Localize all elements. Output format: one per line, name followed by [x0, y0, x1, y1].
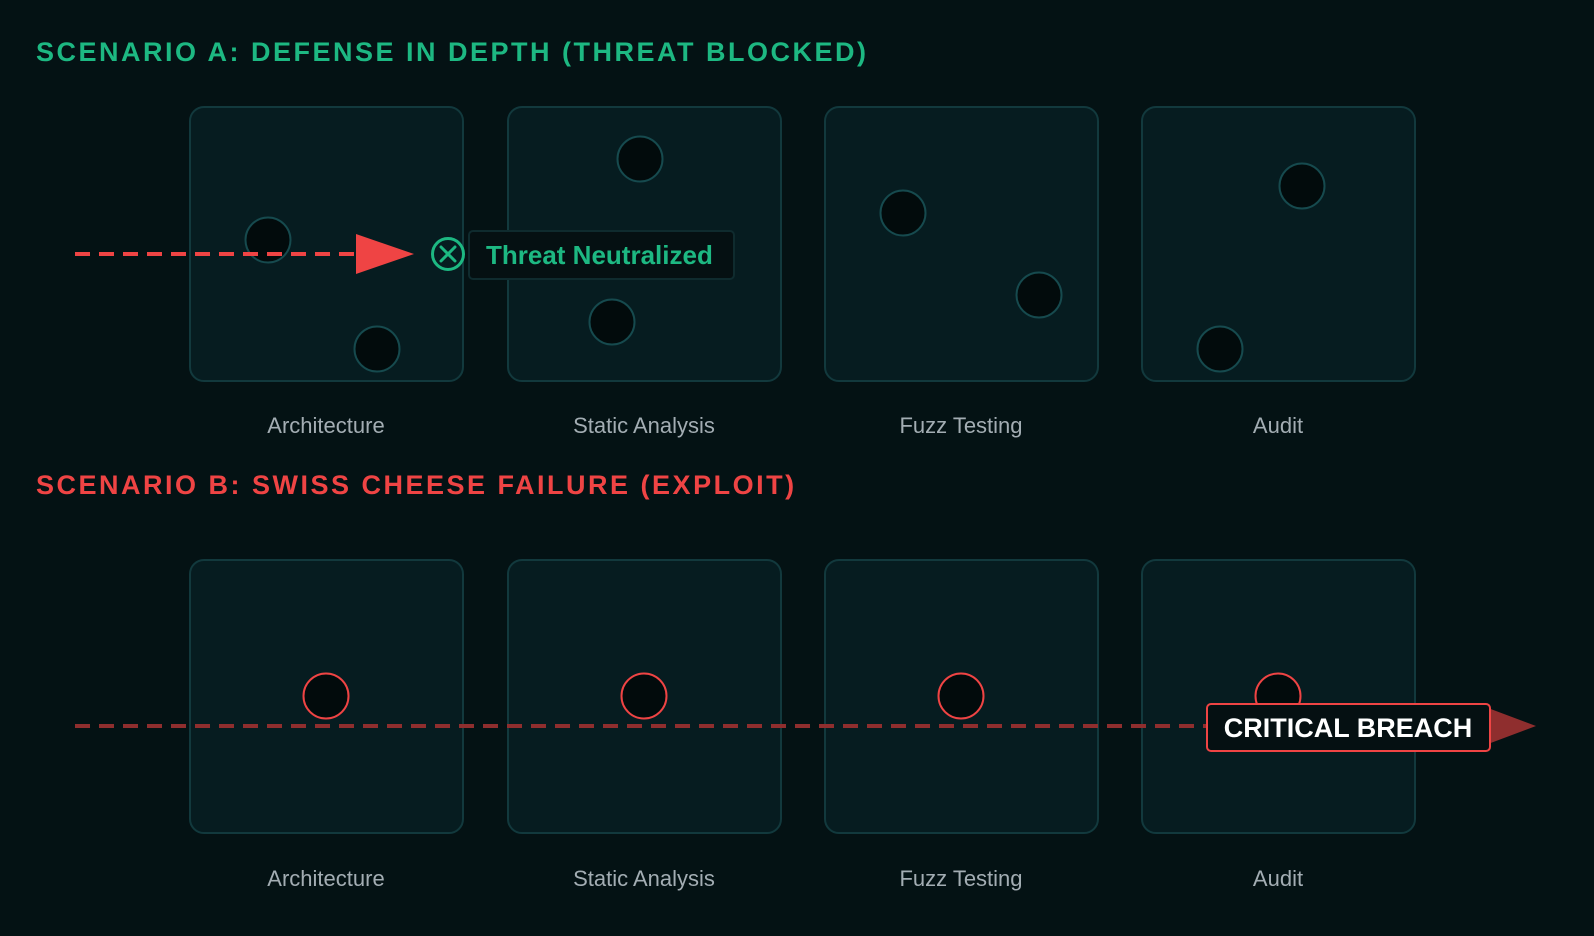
exploit-arrowhead: [1488, 708, 1536, 744]
layer-panel-architecture: [189, 106, 464, 382]
scenario-b-layers: [189, 559, 1416, 834]
layer-label: Static Analysis: [573, 413, 715, 438]
hole: [879, 189, 927, 237]
result-label-box: [468, 230, 735, 280]
aligned-hole: [620, 672, 668, 720]
scenario-a-layer-labels: Architecture Static Analysis Fuzz Testin…: [267, 413, 1303, 438]
critical-breach-badge: CRITICAL BREACH: [1206, 703, 1491, 752]
layer-panel-fuzz-testing: [824, 106, 1099, 382]
scenario-b-title: SCENARIO B: SWISS CHEESE FAILURE (EXPLOI…: [36, 470, 797, 500]
layer-label: Audit: [1253, 866, 1303, 891]
layer-label: Audit: [1253, 413, 1303, 438]
aligned-hole: [302, 672, 350, 720]
threat-neutralized-label: Threat Neutralized: [486, 240, 713, 270]
hole: [244, 216, 292, 264]
critical-breach-label: CRITICAL BREACH: [1224, 713, 1473, 743]
x-circle-icon: [431, 237, 465, 271]
hole: [1196, 325, 1244, 373]
hole: [353, 325, 401, 373]
threat-arrowhead: [356, 234, 414, 274]
exploit-path-b: [75, 708, 1536, 744]
scenario-b-layer-labels: Architecture Static Analysis Fuzz Testin…: [267, 866, 1303, 891]
hole: [616, 135, 664, 183]
hole: [588, 298, 636, 346]
scenario-a-holes: [244, 135, 1326, 373]
scenario-a-title: SCENARIO A: DEFENSE IN DEPTH (THREAT BLO…: [36, 37, 869, 67]
breach-label-box: [1206, 703, 1491, 752]
layer-label: Fuzz Testing: [899, 866, 1022, 891]
hole: [1015, 271, 1063, 319]
layer-label: Architecture: [267, 866, 384, 891]
threat-neutralized-badge: Threat Neutralized: [431, 230, 735, 280]
layer-label: Fuzz Testing: [899, 413, 1022, 438]
hole: [1278, 162, 1326, 210]
aligned-hole: [937, 672, 985, 720]
layer-label: Static Analysis: [573, 866, 715, 891]
threat-path-a: [75, 234, 414, 274]
layer-label: Architecture: [267, 413, 384, 438]
layer-panel-audit: [1141, 106, 1416, 382]
